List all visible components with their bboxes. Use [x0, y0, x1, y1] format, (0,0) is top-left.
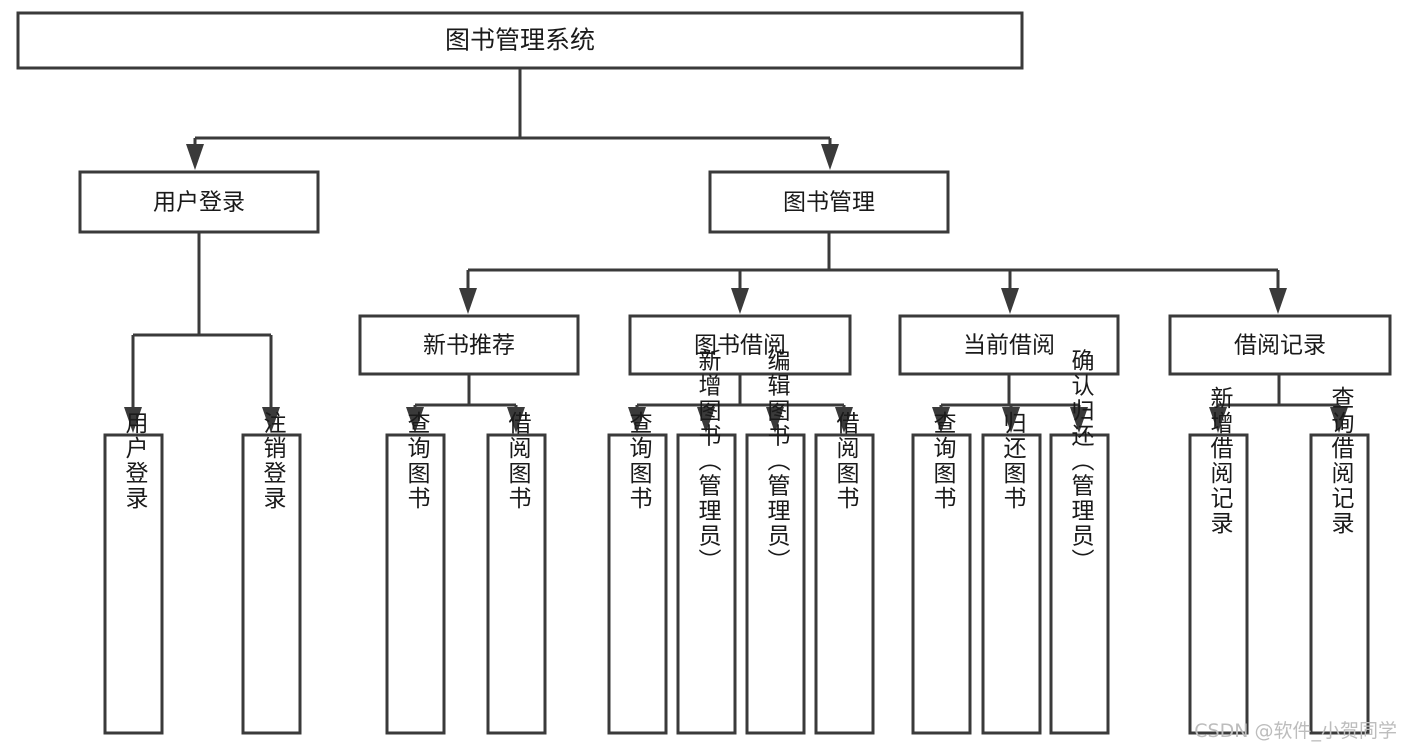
node-level2-1-label: 图书管理	[783, 190, 875, 216]
node-root-rect	[16, 11, 1024, 70]
node-root-label: 图书管理系统	[445, 26, 595, 55]
node-leaf-0-rect	[103, 433, 164, 735]
node-leaf-9-rect	[981, 433, 1042, 735]
node-leaf-10-label: 确认归还（管理员）	[1067, 349, 1095, 574]
node-leaf-4-label: 查询图书	[625, 411, 653, 511]
node-leaf-2[interactable]: 查询图书	[385, 411, 446, 735]
node-level3-0[interactable]: 新书推荐	[358, 314, 580, 376]
node-leaf-2-rect	[385, 433, 446, 735]
node-level2-0-label: 用户登录	[153, 190, 245, 216]
arrow-head-icon	[628, 407, 646, 433]
arrow-head-icon	[1001, 288, 1019, 314]
arrow-head-icon	[697, 407, 715, 433]
node-leaf-3-label: 借阅图书	[504, 411, 532, 511]
node-leaf-5-label: 新增图书（管理员）	[694, 349, 722, 574]
node-level2-1[interactable]: 图书管理	[708, 170, 950, 234]
node-leaf-3-rect	[486, 433, 547, 735]
node-leaf-9[interactable]: 归还图书	[981, 411, 1042, 735]
node-leaf-8-rect	[911, 433, 972, 735]
arrow-head-icon	[731, 288, 749, 314]
node-leaf-4[interactable]: 查询图书	[607, 411, 668, 735]
node-leaf-3[interactable]: 借阅图书	[486, 411, 547, 735]
node-leaf-5[interactable]: 新增图书（管理员）	[676, 349, 737, 735]
node-level3-1-rect	[628, 314, 852, 376]
arrow-head-icon	[1070, 407, 1088, 433]
arrow-head-icon	[1002, 407, 1020, 433]
node-level3-2-label: 当前借阅	[963, 333, 1055, 359]
arrow-head-icon	[1330, 407, 1348, 433]
node-leaf-0[interactable]: 用户登录	[103, 411, 164, 735]
node-level3-0-rect	[358, 314, 580, 376]
node-layer: 图书管理系统用户登录图书管理新书推荐图书借阅当前借阅借阅记录用户登录注销登录查询…	[16, 11, 1392, 735]
node-leaf-10-rect	[1049, 433, 1110, 735]
node-level3-2[interactable]: 当前借阅	[898, 314, 1120, 376]
node-level3-3-label: 借阅记录	[1234, 333, 1326, 359]
arrow-head-icon	[821, 144, 839, 170]
arrow-head-icon	[459, 288, 477, 314]
node-leaf-11[interactable]: 新增借阅记录	[1188, 386, 1249, 735]
node-level3-0-label: 新书推荐	[423, 333, 515, 359]
node-leaf-10[interactable]: 确认归还（管理员）	[1049, 349, 1110, 735]
node-leaf-5-rect	[676, 433, 737, 735]
arrow-head-icon	[1269, 288, 1287, 314]
arrow-head-icon	[1209, 407, 1227, 433]
node-leaf-6-rect	[745, 433, 806, 735]
node-leaf-11-rect	[1188, 433, 1249, 735]
node-level2-0[interactable]: 用户登录	[78, 170, 320, 234]
node-leaf-8[interactable]: 查询图书	[911, 411, 972, 735]
arrow-head-icon	[262, 407, 280, 433]
node-leaf-7-label: 借阅图书	[832, 411, 860, 511]
arrow-head-icon	[186, 144, 204, 170]
node-leaf-9-label: 归还图书	[999, 411, 1027, 511]
node-level3-1-label: 图书借阅	[694, 333, 786, 359]
node-leaf-11-label: 新增借阅记录	[1206, 386, 1234, 536]
node-leaf-8-label: 查询图书	[929, 411, 957, 511]
node-leaf-1-rect	[241, 433, 302, 735]
node-leaf-4-rect	[607, 433, 668, 735]
watermark: CSDN @软件_小贺同学	[1194, 720, 1397, 742]
node-leaf-12[interactable]: 查询借阅记录	[1309, 386, 1370, 735]
node-level2-0-rect	[78, 170, 320, 234]
node-leaf-7[interactable]: 借阅图书	[814, 411, 875, 735]
arrow-head-icon	[406, 407, 424, 433]
node-leaf-2-label: 查询图书	[403, 411, 431, 511]
arrow-head-icon	[835, 407, 853, 433]
arrow-head-icon	[766, 407, 784, 433]
node-level3-1[interactable]: 图书借阅	[628, 314, 852, 376]
arrow-head-icon	[932, 407, 950, 433]
node-leaf-1[interactable]: 注销登录	[241, 411, 302, 735]
node-leaf-12-rect	[1309, 433, 1370, 735]
arrow-head-icon	[507, 407, 525, 433]
node-leaf-6-label: 编辑图书（管理员）	[763, 349, 791, 574]
node-leaf-1-label: 注销登录	[259, 411, 287, 511]
node-root[interactable]: 图书管理系统	[16, 11, 1024, 70]
node-level2-1-rect	[708, 170, 950, 234]
connector-layer	[124, 68, 1348, 433]
node-leaf-12-label: 查询借阅记录	[1327, 386, 1355, 536]
arrow-head-icon	[124, 407, 142, 433]
node-leaf-0-label: 用户登录	[121, 411, 149, 511]
node-level3-3-rect	[1168, 314, 1392, 376]
node-level3-3[interactable]: 借阅记录	[1168, 314, 1392, 376]
node-level3-2-rect	[898, 314, 1120, 376]
node-leaf-7-rect	[814, 433, 875, 735]
node-leaf-6[interactable]: 编辑图书（管理员）	[745, 349, 806, 735]
